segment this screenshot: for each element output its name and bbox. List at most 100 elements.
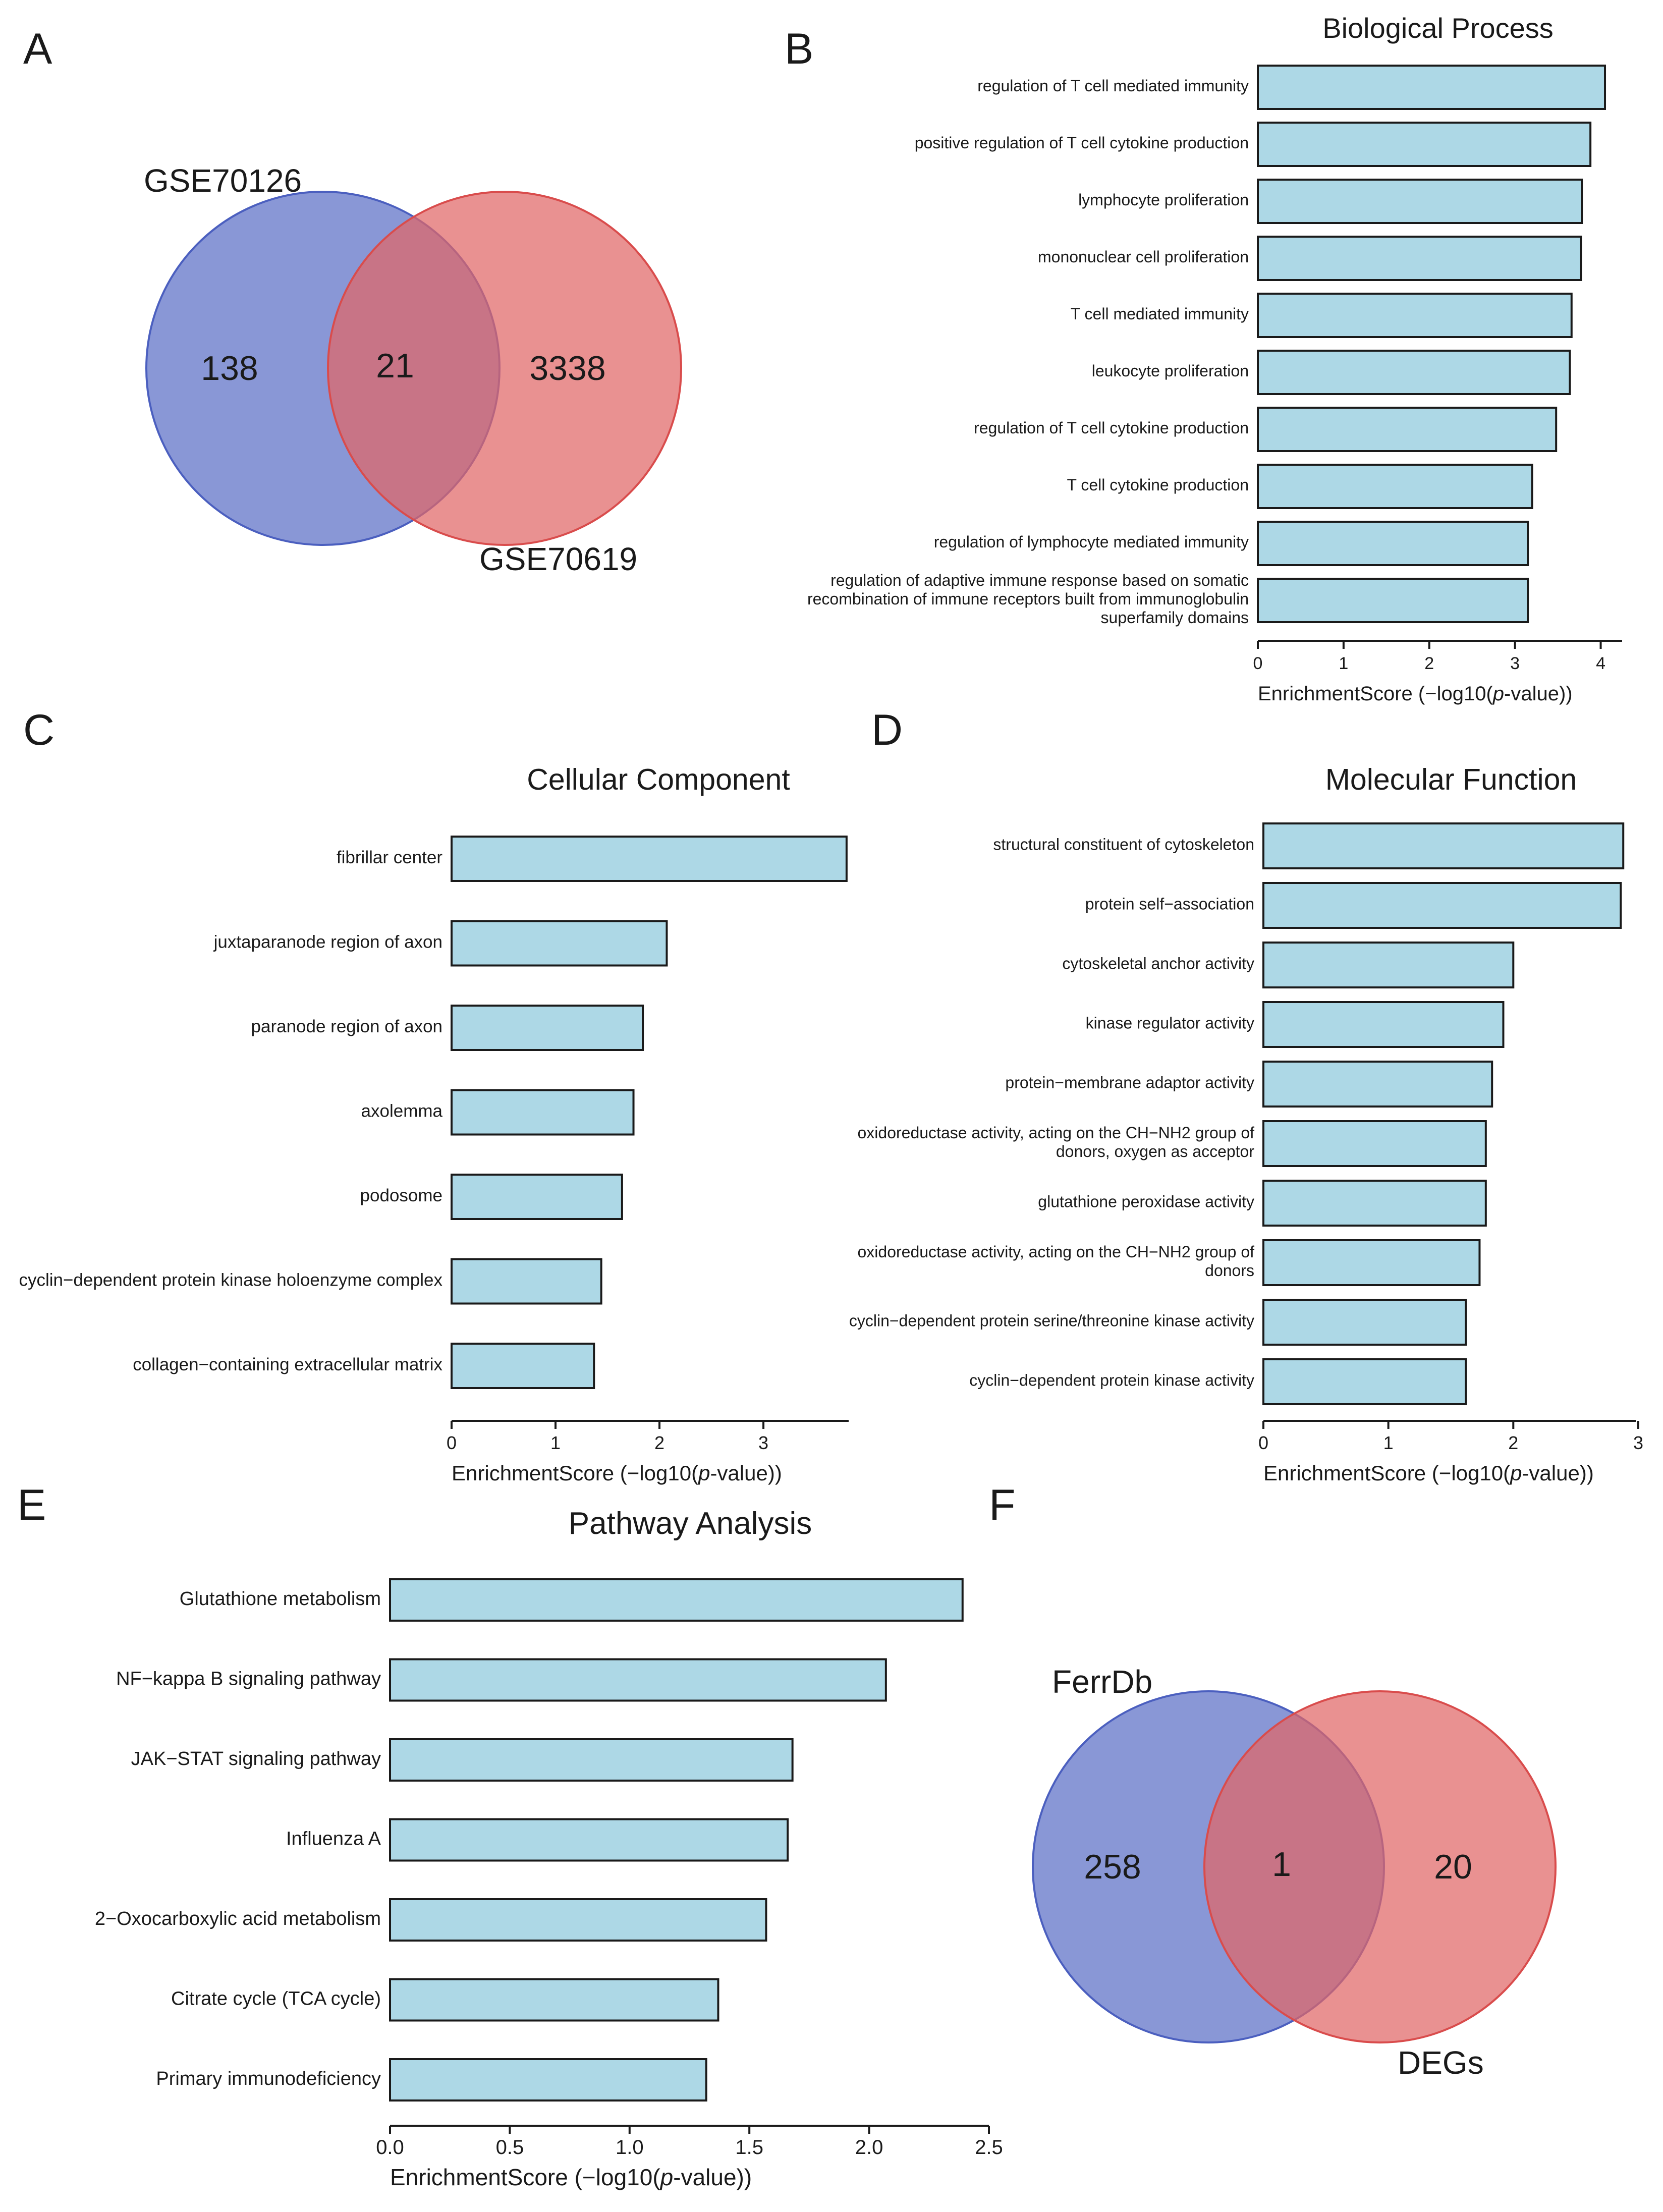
venn-count-intersection: 1 <box>1272 1845 1291 1884</box>
x-tick-label: 1 <box>1383 1432 1394 1453</box>
category-label: 2−Oxocarboxylic acid metabolism <box>95 1908 381 1929</box>
bar <box>451 1258 602 1305</box>
category-label: cyclin−dependent protein kinase activity <box>969 1371 1254 1390</box>
venn-set-label: GSE70126 <box>144 162 302 199</box>
bar-chart-b: Biological Process regulation of T cell m… <box>807 12 1622 705</box>
x-axis-label: EnrichmentScore (−log10(p-value)) <box>1263 1461 1594 1485</box>
bar <box>389 1978 719 2022</box>
bar <box>1257 293 1573 338</box>
category-label: kinase regulator activity <box>1086 1014 1254 1032</box>
x-tick-label: 3 <box>1510 654 1520 673</box>
category-label: lymphocyte proliferation <box>1078 191 1249 209</box>
category-label: Citrate cycle (TCA cycle) <box>171 1988 381 2010</box>
chart-title: Biological Process <box>1322 12 1554 44</box>
category-label: protein self−association <box>1085 895 1254 913</box>
x-tick-label: 1 <box>1339 654 1348 673</box>
category-label: regulation of adaptive immune response b… <box>807 572 1249 627</box>
category-label: glutathione peroxidase activity <box>1038 1193 1254 1211</box>
x-tick-label: 2 <box>1508 1432 1518 1453</box>
category-label: axolemma <box>361 1101 443 1121</box>
venn-circle-gse70619 <box>327 191 682 546</box>
bar <box>1262 882 1622 929</box>
category-label: positive regulation of T cell cytokine p… <box>915 134 1249 152</box>
category-label: structural constituent of cytoskeleton <box>993 836 1254 854</box>
chart-title: Cellular Component <box>527 763 790 796</box>
category-label: fibrillar center <box>337 848 442 867</box>
bar <box>1262 1120 1487 1167</box>
venn-count-intersection: 21 <box>376 347 414 385</box>
panel-label-d: D <box>871 706 903 754</box>
x-axis-label: EnrichmentScore (−log10(p-value)) <box>1258 683 1573 705</box>
x-tick-label: 3 <box>758 1432 768 1453</box>
bar <box>1262 1358 1467 1405</box>
category-label: T cell mediated immunity <box>1071 305 1249 323</box>
venn-set-label: FerrDb <box>1052 1664 1152 1700</box>
chart-title: Pathway Analysis <box>569 1506 812 1541</box>
bar <box>1262 1001 1505 1048</box>
bar <box>451 836 848 882</box>
bar <box>1257 578 1529 623</box>
x-tick-label: 4 <box>1596 654 1605 673</box>
x-tick-label: 0 <box>1253 654 1263 673</box>
x-tick-label: 0 <box>1258 1432 1268 1453</box>
category-label: NF−kappa B signaling pathway <box>116 1669 381 1690</box>
bar <box>451 1343 595 1389</box>
x-tick-label: 0 <box>447 1432 457 1453</box>
bar <box>1257 122 1592 167</box>
category-label: collagen−containing extracellular matrix <box>133 1355 442 1374</box>
category-label: regulation of T cell mediated immunity <box>977 77 1249 95</box>
bar <box>1262 1061 1493 1108</box>
category-label: cytoskeletal anchor activity <box>1062 955 1254 973</box>
x-tick-label: 2 <box>654 1432 664 1453</box>
bar <box>451 1174 623 1220</box>
panel-label-f: F <box>989 1481 1016 1529</box>
bar <box>451 1089 635 1136</box>
x-tick-label: 2.0 <box>855 2136 883 2159</box>
panel-label-b: B <box>785 25 814 73</box>
bar <box>451 920 668 967</box>
x-tick-label: 1.5 <box>735 2136 763 2159</box>
category-label: Glutathione metabolism <box>180 1588 381 1610</box>
x-axis-label: EnrichmentScore (−log10(p-value)) <box>452 1461 782 1485</box>
category-label: Primary immunodeficiency <box>156 2068 381 2089</box>
x-tick-label: 0.0 <box>376 2136 404 2159</box>
x-tick-label: 0.5 <box>496 2136 524 2159</box>
chart-title: Molecular Function <box>1325 763 1577 796</box>
category-label: T cell cytokine production <box>1067 476 1249 494</box>
bar <box>1257 407 1558 452</box>
bar <box>1257 464 1533 509</box>
bar-chart-d: Molecular Function structural constituent… <box>849 763 1643 1485</box>
x-tick-label: 2 <box>1424 654 1434 673</box>
venn-count-left: 258 <box>1084 1848 1141 1886</box>
x-tick-label: 3 <box>1633 1432 1643 1453</box>
bar <box>451 1005 644 1051</box>
venn-count-left: 138 <box>201 349 258 388</box>
venn-set-label: GSE70619 <box>479 541 637 577</box>
category-label: protein−membrane adaptor activity <box>1005 1074 1254 1092</box>
category-label: leukocyte proliferation <box>1092 362 1249 380</box>
category-label: mononuclear cell proliferation <box>1038 248 1249 266</box>
bar <box>1257 350 1571 395</box>
panel-label-c: C <box>23 706 55 754</box>
bar <box>389 1738 794 1782</box>
category-label: oxidoreductase activity, acting on the C… <box>858 1243 1255 1280</box>
x-tick-label: 1 <box>550 1432 561 1453</box>
venn-circle-degs <box>1203 1690 1557 2043</box>
bar <box>1262 1239 1481 1286</box>
x-axis-label: EnrichmentScore (−log10(p-value)) <box>390 2164 752 2190</box>
bar <box>1257 236 1582 281</box>
bar <box>389 1898 767 1942</box>
bar <box>1262 822 1625 869</box>
category-label: podosome <box>360 1186 442 1205</box>
bar <box>1257 521 1529 566</box>
bar <box>389 1658 887 1702</box>
category-label: regulation of T cell cytokine production <box>974 419 1249 437</box>
bar <box>1257 65 1606 110</box>
category-label: regulation of lymphocyte mediated immuni… <box>934 533 1249 551</box>
bar <box>1262 1180 1487 1227</box>
